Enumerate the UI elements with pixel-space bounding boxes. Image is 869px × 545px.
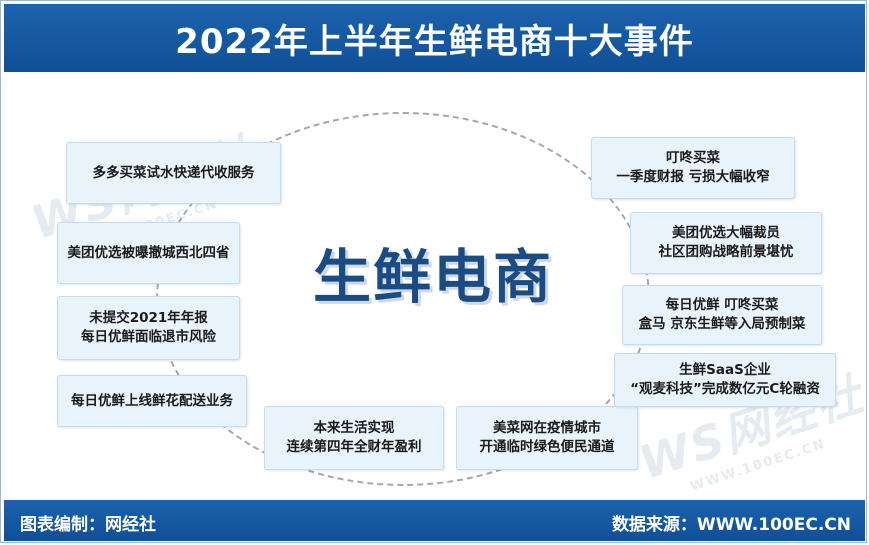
chart-credit: 图表编制：网经社 [20, 515, 156, 535]
event-line2: 盒马 京东生鲜等入局预制菜 [638, 316, 806, 332]
event-box: 生鲜SaaS企业 “观麦科技”完成数亿元C轮融资 [614, 353, 836, 407]
event-box: 多多买菜试水快递代收服务 [66, 142, 281, 204]
event-line2: 每日优鲜面临退市风险 [81, 329, 216, 345]
page-title: 2022年上半年生鲜电商十大事件 [175, 21, 694, 62]
event-box: 本来生活实现 连续第四年全财年盈利 [264, 406, 444, 470]
event-line1: 多多买菜试水快递代收服务 [92, 164, 255, 181]
footer-banner: 图表编制：网经社 数据来源：WWW.100EC.CN [4, 500, 865, 541]
event-line1: 美团优选被曝撤城西北四省 [67, 244, 230, 261]
event-line2: 连续第四年全财年盈利 [286, 439, 422, 455]
event-line1: 美菜网在疫情城市 [493, 420, 601, 436]
center-label: 生鲜电商 [312, 243, 553, 311]
event-box: 未提交2021年年报 每日优鲜面临退市风险 [57, 296, 240, 360]
event-box: 美团优选被曝撤城西北四省 [57, 222, 240, 284]
event-line1: 未提交2021年年报 [89, 310, 208, 326]
event-line1: 本来生活实现 [313, 420, 395, 436]
event-line2: 开通临时绿色便民通道 [479, 439, 615, 455]
event-line2: 一季度财报 亏损大幅收窄 [616, 169, 770, 185]
event-box: 每日优鲜上线鲜花配送业务 [57, 375, 247, 427]
event-box: 美菜网在疫情城市 开通临时绿色便民通道 [456, 406, 638, 470]
event-line1: 叮咚买菜 [666, 150, 720, 166]
title-banner: 2022年上半年生鲜电商十大事件 [4, 4, 865, 72]
event-box: 叮咚买菜 一季度财报 亏损大幅收窄 [591, 137, 795, 199]
event-box: 美团优选大幅裁员 社区团购战略前景堪忧 [630, 212, 822, 274]
event-line2: 社区团购战略前景堪忧 [658, 244, 794, 260]
event-box: 每日优鲜 叮咚买菜 盒马 京东生鲜等入局预制菜 [622, 285, 822, 345]
event-line2: “观麦科技”完成数亿元C轮融资 [630, 381, 820, 397]
event-line1: 每日优鲜上线鲜花配送业务 [71, 392, 233, 409]
event-line1: 每日优鲜 叮咚买菜 [665, 297, 779, 313]
event-line1: 生鲜SaaS企业 [679, 362, 771, 378]
event-line1: 美团优选大幅裁员 [672, 225, 780, 241]
data-source: 数据来源：WWW.100EC.CN [611, 515, 851, 535]
